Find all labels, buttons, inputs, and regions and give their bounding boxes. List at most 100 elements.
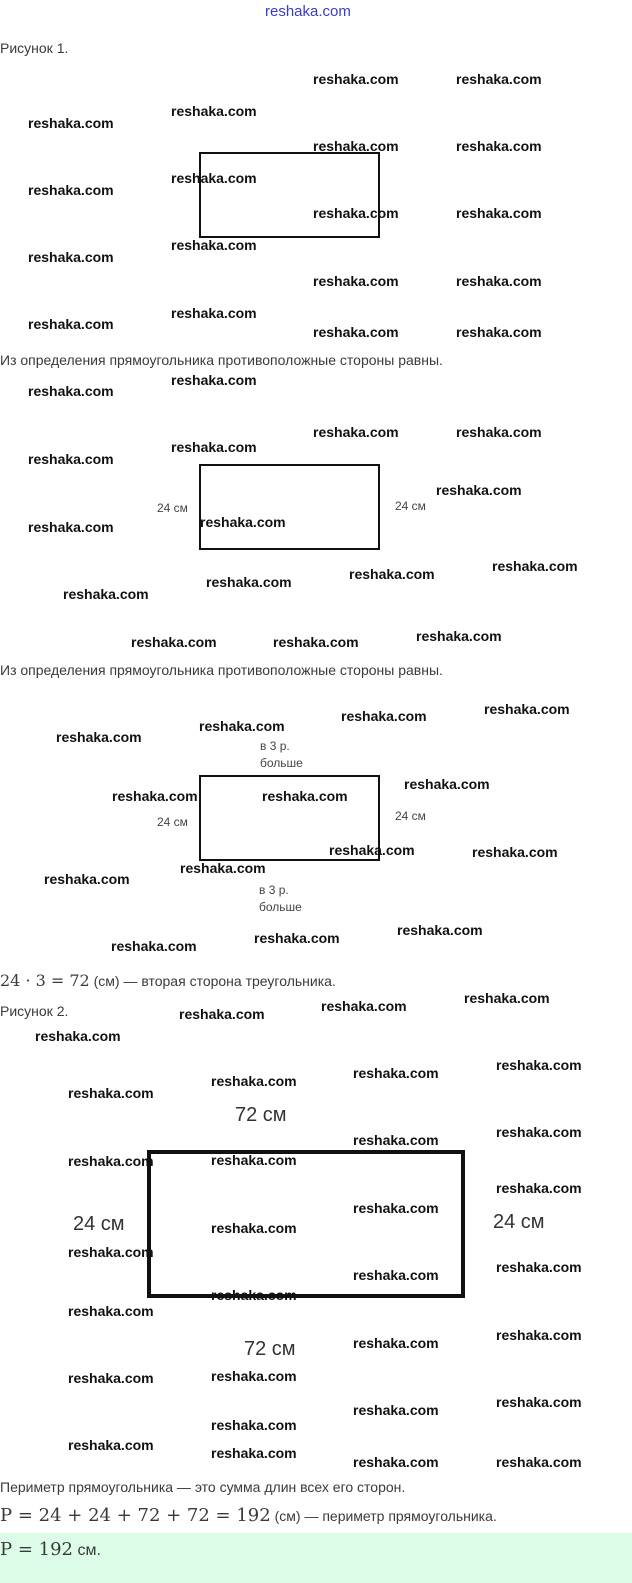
watermark: reshaka.com: [456, 424, 542, 440]
figure2-left-label: 24 см: [73, 1213, 125, 1235]
section3-bottom-label-1: в 3 р.: [259, 883, 289, 897]
watermark: reshaka.com: [404, 776, 490, 792]
figure1-rectangle: [199, 152, 380, 238]
watermark: reshaka.com: [484, 701, 570, 717]
answer-box: P = 192 см.: [0, 1533, 632, 1583]
section3-right-label: 24 см: [395, 809, 426, 823]
figure2-caption: Рисунок 2.: [0, 1003, 69, 1019]
answer-line: P = 192 см.: [0, 1539, 101, 1560]
watermark: reshaka.com: [496, 1327, 582, 1343]
watermark: reshaka.com: [200, 514, 286, 530]
watermark: reshaka.com: [68, 1153, 154, 1169]
perimeter-text: (см) — периметр прямоугольника.: [270, 1508, 497, 1524]
section2-rectangle: [199, 464, 380, 550]
watermark: reshaka.com: [28, 182, 114, 198]
watermark: reshaka.com: [313, 424, 399, 440]
watermark: reshaka.com: [112, 788, 198, 804]
answer-formula: P = 192: [0, 1539, 73, 1560]
watermark: reshaka.com: [456, 138, 542, 154]
watermark: reshaka.com: [456, 273, 542, 289]
section3-rectangle: [199, 775, 380, 861]
watermark: reshaka.com: [464, 990, 550, 1006]
watermark: reshaka.com: [262, 788, 348, 804]
watermark: reshaka.com: [353, 1402, 439, 1418]
watermark: reshaka.com: [28, 249, 114, 265]
watermark: reshaka.com: [28, 519, 114, 535]
watermark: reshaka.com: [341, 708, 427, 724]
watermark: reshaka.com: [496, 1124, 582, 1140]
watermark: reshaka.com: [492, 558, 578, 574]
watermark: reshaka.com: [63, 586, 149, 602]
watermark: reshaka.com: [397, 922, 483, 938]
watermark: reshaka.com: [56, 729, 142, 745]
perimeter-definition: Периметр прямоугольника — это сумма длин…: [0, 1479, 406, 1495]
watermark: reshaka.com: [313, 205, 399, 221]
watermark: reshaka.com: [206, 574, 292, 590]
watermark: reshaka.com: [68, 1303, 154, 1319]
answer-unit: см.: [73, 1542, 101, 1559]
watermark: reshaka.com: [496, 1454, 582, 1470]
section3-left-label: 24 см: [157, 815, 188, 829]
watermark: reshaka.com: [353, 1200, 439, 1216]
site-link[interactable]: reshaka.com: [265, 3, 351, 20]
watermark: reshaka.com: [496, 1180, 582, 1196]
watermark: reshaka.com: [28, 316, 114, 332]
watermark: reshaka.com: [211, 1287, 297, 1303]
watermark: reshaka.com: [353, 1267, 439, 1283]
watermark: reshaka.com: [28, 115, 114, 131]
section2-text: Из определения прямоугольника противопол…: [0, 352, 443, 368]
watermark: reshaka.com: [171, 237, 257, 253]
watermark: reshaka.com: [68, 1370, 154, 1386]
watermark: reshaka.com: [211, 1152, 297, 1168]
watermark: reshaka.com: [171, 439, 257, 455]
watermark: reshaka.com: [456, 324, 542, 340]
watermark: reshaka.com: [472, 844, 558, 860]
watermark: reshaka.com: [171, 305, 257, 321]
watermark: reshaka.com: [44, 871, 130, 887]
watermark: reshaka.com: [68, 1244, 154, 1260]
watermark: reshaka.com: [313, 138, 399, 154]
watermark: reshaka.com: [496, 1057, 582, 1073]
section2-right-label: 24 см: [395, 499, 426, 513]
figure2-top-label: 72 см: [235, 1104, 287, 1126]
watermark: reshaka.com: [211, 1073, 297, 1089]
calc-text: (см) — вторая сторона треугольника.: [89, 973, 336, 989]
watermark: reshaka.com: [313, 71, 399, 87]
section3-bottom-label-2: больше: [259, 900, 302, 914]
section3-top-label-2: больше: [260, 756, 303, 770]
watermark: reshaka.com: [313, 324, 399, 340]
perimeter-line: P = 24 + 24 + 72 + 72 = 192 (см) — перим…: [0, 1505, 497, 1526]
section3-text: Из определения прямоугольника противопол…: [0, 662, 443, 678]
calc-line: 24 · 3 = 72 (см) — вторая сторона треуго…: [0, 971, 336, 990]
watermark: reshaka.com: [199, 718, 285, 734]
watermark: reshaka.com: [329, 842, 415, 858]
watermark: reshaka.com: [35, 1028, 121, 1044]
watermark: reshaka.com: [179, 1006, 265, 1022]
watermark: reshaka.com: [353, 1132, 439, 1148]
watermark: reshaka.com: [171, 103, 257, 119]
figure1-caption: Рисунок 1.: [0, 40, 69, 56]
watermark: reshaka.com: [273, 634, 359, 650]
watermark: reshaka.com: [353, 1065, 439, 1081]
watermark: reshaka.com: [353, 1335, 439, 1351]
watermark: reshaka.com: [171, 372, 257, 388]
watermark: reshaka.com: [456, 71, 542, 87]
watermark: reshaka.com: [353, 1454, 439, 1470]
watermark: reshaka.com: [211, 1445, 297, 1461]
watermark: reshaka.com: [68, 1437, 154, 1453]
perimeter-formula: P = 24 + 24 + 72 + 72 = 192: [0, 1505, 271, 1526]
watermark: reshaka.com: [321, 998, 407, 1014]
watermark: reshaka.com: [180, 860, 266, 876]
watermark: reshaka.com: [28, 383, 114, 399]
watermark: reshaka.com: [211, 1220, 297, 1236]
watermark: reshaka.com: [349, 566, 435, 582]
watermark: reshaka.com: [416, 628, 502, 644]
watermark: reshaka.com: [211, 1368, 297, 1384]
watermark: reshaka.com: [28, 451, 114, 467]
watermark: reshaka.com: [496, 1259, 582, 1275]
watermark: reshaka.com: [111, 938, 197, 954]
watermark: reshaka.com: [171, 170, 257, 186]
calc-formula: 24 · 3 = 72: [0, 971, 90, 990]
watermark: reshaka.com: [456, 205, 542, 221]
